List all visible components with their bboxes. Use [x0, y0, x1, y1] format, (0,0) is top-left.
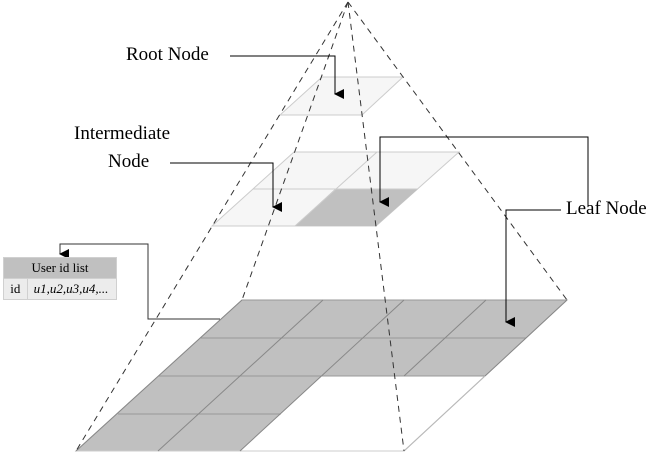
leaf-level-plane: [74, 299, 569, 452]
leaf-node-label: Leaf Node: [566, 198, 647, 219]
user-id-key-cell: id: [3, 278, 28, 300]
root-node-label: Root Node: [126, 44, 209, 65]
user-id-list-table: User id list id u1,u2,u3,u4,...: [3, 257, 118, 300]
intermediate-node-label-line2: Node: [108, 151, 150, 172]
intermediate-node-arrow: [170, 162, 282, 212]
user-id-list-header: User id list: [3, 257, 117, 279]
intermediate-node-label-line1: Intermediate: [74, 123, 171, 144]
pyramid-edges: [75, 1, 568, 452]
user-id-list-connector: [59, 243, 220, 320]
user-id-values-cell: u1,u2,u3,u4,...: [26, 278, 118, 300]
leaf-node-arrow-intermediate: [379, 136, 589, 207]
root-node-arrow: [230, 55, 344, 99]
leaf-node-arrow-leaf: [505, 209, 561, 327]
root-level-plane: [278, 76, 405, 116]
